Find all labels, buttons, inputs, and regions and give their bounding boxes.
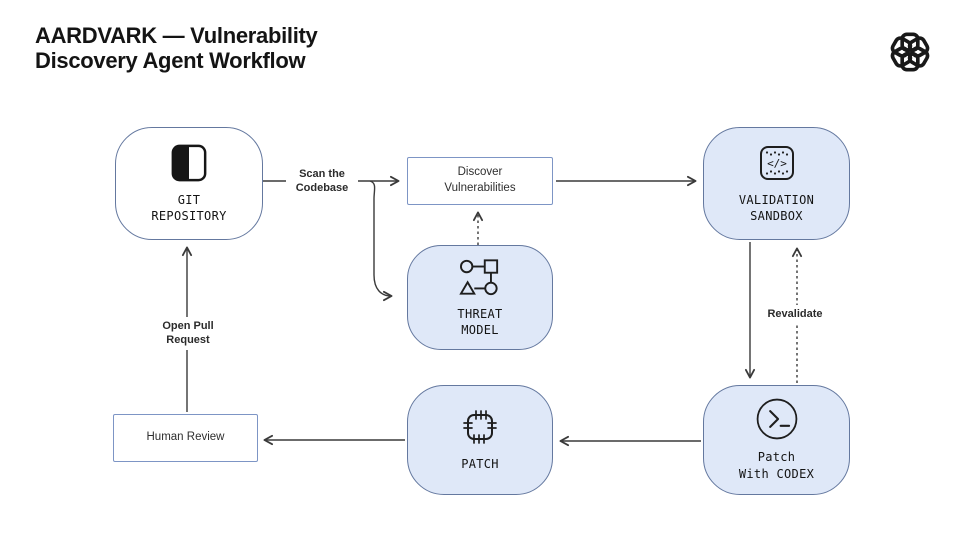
page-title: AARDVARK — Vulnerability Discovery Agent… (35, 23, 318, 74)
edge-label-line1: Open Pull (162, 320, 214, 332)
node-threat-model: THREAT MODEL (407, 245, 553, 350)
node-label-line1: VALIDATION (738, 192, 815, 207)
code-sandbox-icon: </> (759, 145, 794, 180)
node-label: Patch With CODEX (739, 449, 814, 481)
node-label-line1: GIT (177, 192, 201, 207)
page-title-line2: Discovery Agent Workflow (35, 48, 306, 74)
node-label-line1: Patch (757, 450, 796, 465)
node-discover-vulnerabilities: Discover Vulnerabilities (407, 157, 553, 205)
node-label-line2: SANDBOX (750, 209, 803, 223)
node-label: PATCH (461, 456, 499, 472)
node-label: VALIDATION SANDBOX (739, 192, 814, 224)
edge-scan-branch-to-threat (369, 180, 393, 302)
edge-label-line2: Request (166, 334, 210, 347)
git-repository-icon (171, 144, 207, 182)
node-label-line2: Vulnerabilities (444, 182, 516, 194)
node-label-line1: Human Review (146, 431, 225, 444)
node-human-review: Human Review (113, 414, 258, 462)
page-title-line1: AARDVARK — Vulnerability (35, 23, 318, 48)
threat-model-graph-icon (459, 259, 499, 295)
node-label-line1: PATCH (461, 457, 499, 472)
terminal-prompt-icon (756, 398, 797, 440)
edge-label-line1: Revalidate (767, 308, 823, 320)
node-label: GIT REPOSITORY (151, 192, 226, 224)
edge-label-line1: Scan the (299, 168, 345, 180)
edge-label-revalidate: Revalidate (751, 305, 839, 324)
edge-label-line2: Codebase (295, 182, 349, 195)
node-label: Human Review (147, 430, 225, 446)
node-validation-sandbox: </> VALIDATION SANDBOX (703, 127, 850, 240)
node-label-line1: THREAT (457, 306, 503, 321)
node-label-line2: REPOSITORY (151, 209, 227, 223)
node-label: THREAT MODEL (457, 306, 502, 338)
edge-label-open-pull-request: Open Pull Request (139, 317, 237, 350)
node-git-repository: GIT REPOSITORY (115, 127, 263, 240)
node-label-line2: MODEL (461, 323, 499, 337)
stitched-patch-icon (463, 410, 497, 445)
node-label-line1: Discover (457, 166, 503, 179)
openai-logo-icon (885, 27, 935, 77)
edge-label-scan-the-codebase: Scan the Codebase (286, 165, 358, 198)
node-label: Discover Vulnerabilities (444, 165, 515, 196)
code-glyph: </> (767, 157, 787, 170)
node-patch-with-codex: Patch With CODEX (703, 385, 850, 495)
node-patch: PATCH (407, 385, 553, 495)
node-label-line2: With CODEX (738, 466, 815, 481)
